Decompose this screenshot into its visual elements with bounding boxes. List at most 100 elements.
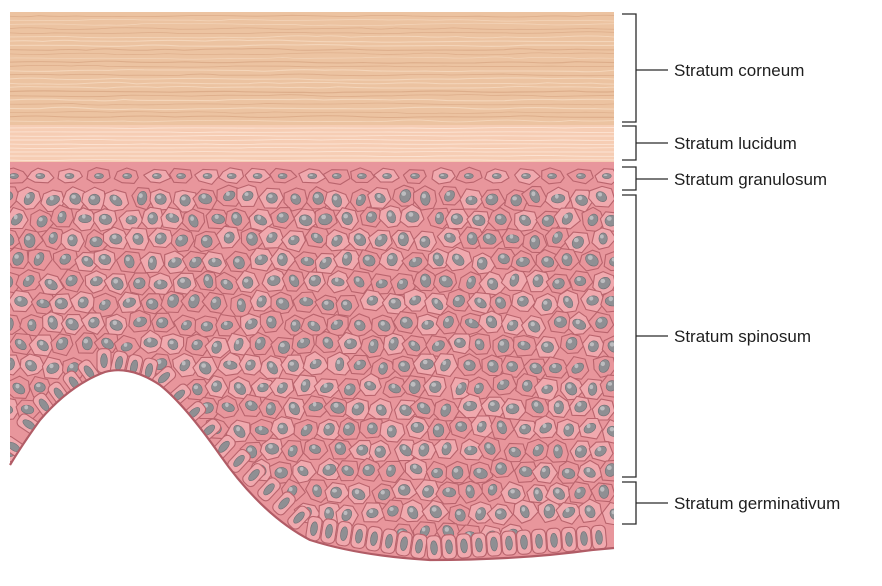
nucleus-highlight: [291, 276, 295, 280]
nucleus: [10, 173, 19, 178]
nucleus-highlight: [314, 194, 319, 198]
nucleus-highlight: [205, 276, 209, 281]
nucleus-highlight: [357, 361, 361, 365]
nucleus-highlight: [279, 214, 284, 218]
nucleus-highlight: [279, 425, 283, 429]
nucleus: [553, 445, 562, 459]
nucleus-highlight: [71, 195, 76, 199]
nucleus-highlight: [523, 174, 527, 176]
nucleus: [332, 173, 341, 178]
nucleus-highlight: [409, 212, 414, 217]
nucleus-highlight: [589, 216, 593, 220]
nucleus-highlight: [345, 425, 350, 429]
nucleus-highlight: [178, 236, 183, 241]
nucleus-highlight: [292, 322, 296, 326]
nucleus-highlight: [508, 363, 513, 367]
nucleus-highlight: [291, 237, 295, 241]
nucleus-highlight: [300, 467, 304, 471]
nucleus: [123, 173, 132, 178]
nucleus-highlight: [458, 423, 462, 427]
nucleus: [180, 194, 191, 206]
nucleus-highlight: [124, 174, 128, 176]
nucleus-highlight: [324, 383, 328, 388]
nucleus-highlight: [442, 406, 446, 411]
nucleus-highlight: [194, 341, 198, 345]
nucleus-highlight: [312, 445, 316, 449]
nucleus-highlight: [608, 382, 612, 386]
nucleus-highlight: [369, 425, 373, 429]
nucleus: [0, 483, 15, 500]
nucleus-highlight: [401, 191, 406, 196]
nucleus-highlight: [5, 235, 9, 240]
nucleus-highlight: [443, 444, 447, 448]
nucleus-highlight: [279, 299, 284, 304]
nucleus: [203, 173, 212, 178]
nucleus-highlight: [424, 487, 429, 491]
nucleus-highlight: [365, 256, 370, 260]
nucleus-highlight: [486, 444, 490, 449]
nucleus-highlight: [224, 321, 228, 325]
nucleus-highlight: [190, 296, 194, 301]
nucleus-highlight: [277, 468, 282, 472]
nucleus-highlight: [497, 464, 502, 468]
nucleus: [177, 173, 186, 178]
label-stratum-corneum: Stratum corneum: [674, 61, 804, 80]
nucleus-highlight: [358, 196, 362, 200]
nucleus-highlight: [400, 362, 405, 366]
nucleus-highlight: [346, 385, 351, 389]
nucleus-highlight: [3, 487, 8, 492]
nucleus-highlight: [411, 382, 416, 387]
nucleus-highlight: [388, 427, 392, 431]
nucleus: [253, 173, 262, 178]
nucleus-highlight: [335, 278, 339, 282]
nucleus-highlight: [555, 447, 559, 452]
nucleus-highlight: [39, 217, 43, 221]
nucleus-highlight: [313, 402, 317, 407]
nucleus: [90, 236, 103, 247]
nucleus: [367, 423, 377, 434]
nucleus-highlight: [324, 339, 328, 343]
nucleus-highlight: [182, 361, 186, 365]
nucleus-highlight: [48, 280, 52, 285]
nucleus-highlight: [124, 343, 128, 347]
nucleus-highlight: [169, 213, 173, 218]
nucleus-highlight: [545, 506, 550, 511]
nucleus-highlight: [181, 196, 186, 200]
nucleus-highlight: [279, 174, 283, 176]
nucleus-highlight: [215, 214, 219, 219]
nucleus-highlight: [445, 318, 449, 322]
nucleus-highlight: [490, 486, 494, 490]
nucleus-highlight: [80, 299, 84, 303]
nucleus-highlight: [158, 319, 163, 323]
nucleus-highlight: [326, 509, 330, 513]
nucleus: [599, 233, 608, 244]
nucleus-highlight: [422, 527, 426, 531]
nucleus-highlight: [332, 489, 337, 493]
nucleus-highlight: [565, 469, 570, 473]
nucleus-highlight: [524, 382, 528, 386]
nucleus-highlight: [389, 507, 393, 511]
nucleus-highlight: [112, 235, 117, 239]
nucleus-highlight: [589, 296, 593, 300]
nucleus-highlight: [510, 234, 514, 238]
nucleus-highlight: [248, 234, 253, 239]
nucleus-highlight: [227, 360, 231, 365]
nucleus-highlight: [57, 299, 62, 303]
nucleus-highlight: [169, 341, 173, 345]
nucleus-highlight: [376, 448, 381, 452]
nucleus-highlight: [149, 258, 153, 263]
nucleus-highlight: [212, 299, 216, 303]
label-stratum-spinosum: Stratum spinosum: [674, 327, 811, 346]
nucleus-highlight: [90, 196, 95, 200]
nucleus-highlight: [367, 382, 371, 386]
nucleus: [548, 173, 557, 178]
nucleus-highlight: [435, 255, 439, 260]
nucleus-highlight: [257, 339, 261, 344]
nucleus-highlight: [126, 257, 130, 262]
nucleus: [277, 253, 287, 265]
nucleus-highlight: [290, 447, 294, 451]
nucleus: [577, 173, 586, 178]
nucleus-highlight: [334, 403, 339, 408]
nucleus-highlight: [17, 297, 21, 302]
nucleus-highlight: [260, 384, 264, 388]
